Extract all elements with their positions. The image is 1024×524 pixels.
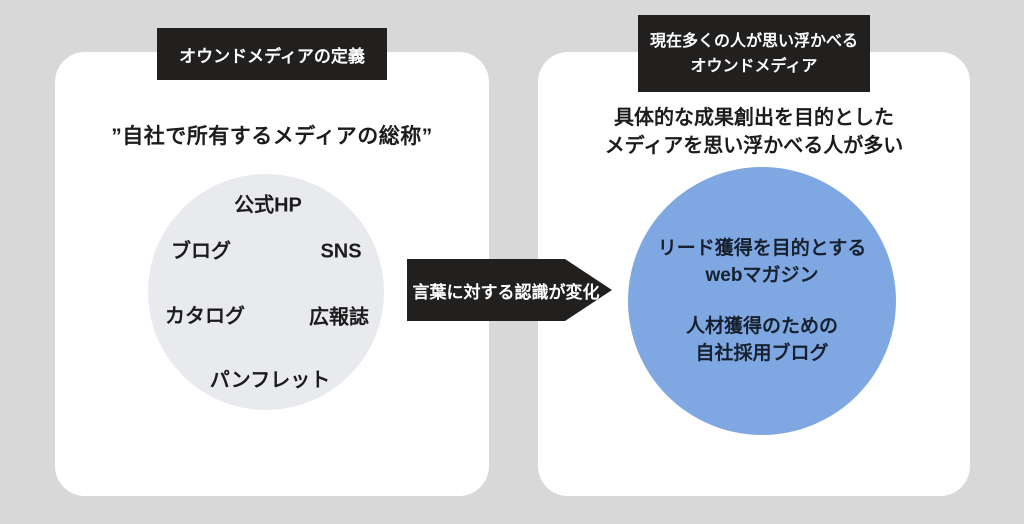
perceived-media-circle: リード獲得を目的とする webマガジン 人材獲得のための 自社採用ブログ — [628, 167, 896, 435]
right-badge: 現在多くの人が思い浮かべる オウンドメディア — [638, 15, 870, 92]
circle-item-catalog: カタログ — [165, 305, 245, 328]
circle-item-pamphlet: パンフレット — [209, 369, 331, 392]
circle-item-sns: SNS — [320, 240, 362, 263]
perceived-line4: 自社採用ブログ — [695, 343, 829, 364]
perceived-group-recruit-blog: 人材獲得のための 自社採用ブログ — [686, 313, 838, 367]
left-badge-label: オウンドメディアの定義 — [179, 46, 365, 66]
right-badge-line1: 現在多くの人が思い浮かべる — [649, 32, 858, 50]
perceived-line2: webマガジン — [705, 265, 819, 286]
circle-item-official-hp: 公式HP — [234, 194, 302, 217]
owned-media-circle: 公式HP ブログ SNS カタログ 広報誌 パンフレット — [148, 174, 384, 410]
circle-item-blog: ブログ — [171, 240, 231, 263]
perceived-group-web-magazine: リード獲得を目的とする webマガジン — [658, 235, 866, 289]
right-subtitle: 具体的な成果創出を目的とした メディアを思い浮かべる人が多い — [538, 104, 970, 160]
change-arrow: 言葉に対する認識が変化 — [407, 259, 612, 321]
left-badge: オウンドメディアの定義 — [157, 28, 387, 80]
perceived-line3: 人材獲得のための — [685, 316, 838, 337]
right-subtitle-line2: メディアを思い浮かべる人が多い — [604, 135, 904, 157]
right-badge-line2: オウンドメディア — [690, 57, 818, 75]
arrow-shape — [407, 259, 612, 321]
left-quote: ”自社で所有するメディアの総称” — [111, 125, 433, 148]
circle-item-pr-magazine: 広報誌 — [309, 306, 369, 329]
right-subtitle-line1: 具体的な成果創出を目的とした — [614, 107, 894, 129]
arrow-label: 言葉に対する認識が変化 — [412, 282, 600, 302]
perceived-line1: リード獲得を目的とする — [657, 238, 867, 259]
